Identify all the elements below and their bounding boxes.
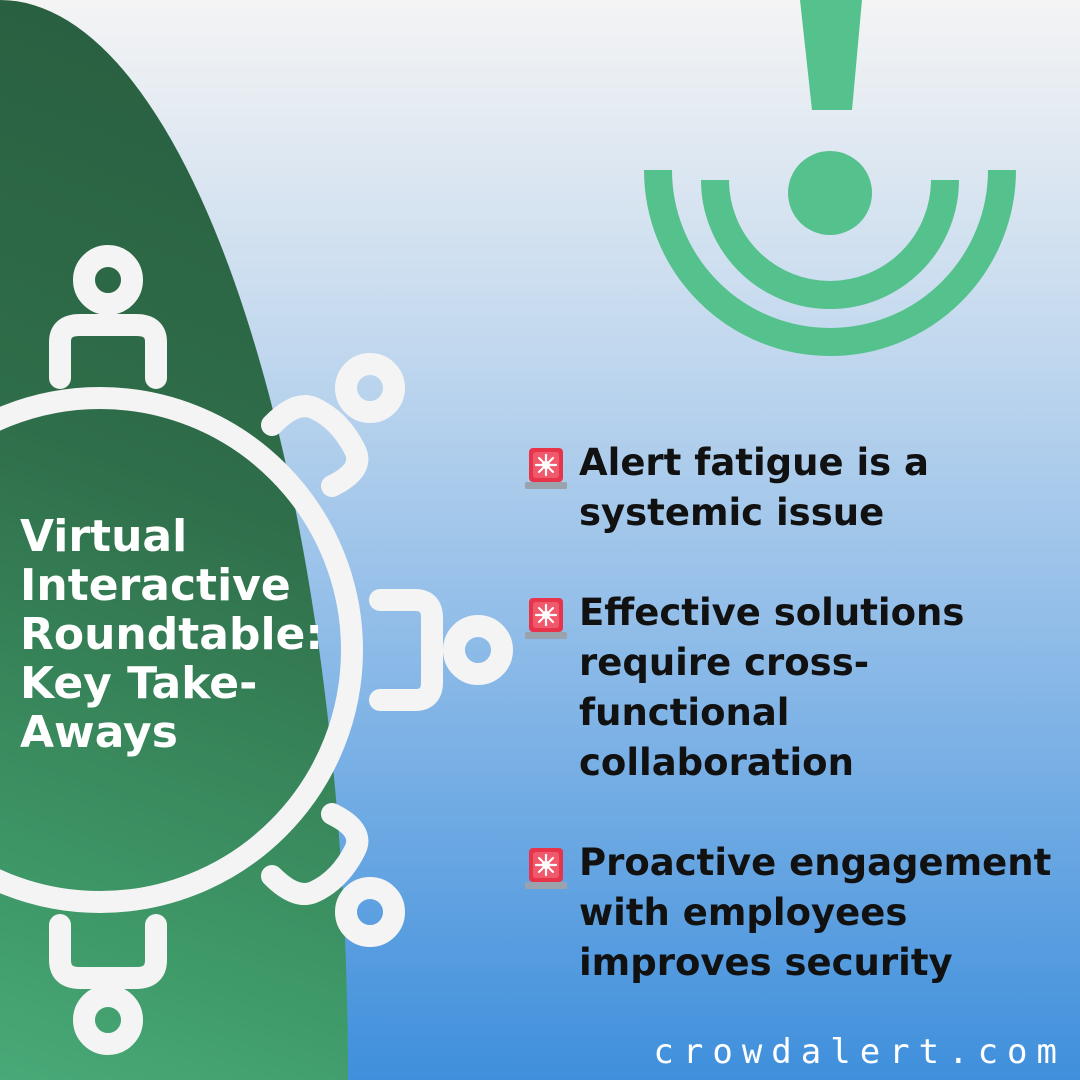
title-line: Key Take-	[20, 658, 258, 709]
takeaway-line: with employees	[579, 891, 908, 934]
person-body	[261, 803, 369, 905]
title-line: Virtual	[20, 511, 188, 562]
person-head	[443, 615, 513, 685]
takeaway-line: Proactive engagement	[579, 841, 1052, 884]
title-line: Roundtable:	[20, 609, 323, 660]
takeaway-line: improves security	[579, 941, 953, 984]
title-line: Aways	[20, 707, 178, 758]
person-head	[73, 985, 143, 1055]
person-head	[73, 245, 143, 315]
siren-icon	[525, 598, 567, 639]
takeaway-line: functional	[579, 691, 790, 734]
person-body	[369, 589, 443, 711]
siren-icon	[525, 848, 567, 889]
title-line: Interactive	[20, 560, 291, 611]
signal-arc-outer	[644, 169, 1016, 356]
takeaway-line: Alert fatigue is a	[579, 441, 930, 484]
takeaway-line: require cross-	[579, 641, 870, 684]
exclamation-bar	[800, 0, 862, 110]
takeaway-line: collaboration	[579, 741, 854, 784]
person-head	[335, 353, 405, 423]
website-link[interactable]: crowdalert.com	[653, 1032, 1066, 1072]
signal-arc-inner	[701, 179, 959, 309]
person-head	[335, 877, 405, 947]
table-circle	[0, 387, 363, 913]
siren-icon	[525, 448, 567, 489]
takeaway-line: Effective solutions	[579, 591, 965, 634]
person-body	[49, 914, 167, 989]
person-body	[261, 395, 369, 497]
page-title: Virtual Interactive Roundtable: Key Take…	[20, 512, 340, 757]
takeaway-line: systemic issue	[579, 491, 885, 534]
person-body	[49, 314, 167, 389]
exclamation-dot	[788, 151, 872, 235]
